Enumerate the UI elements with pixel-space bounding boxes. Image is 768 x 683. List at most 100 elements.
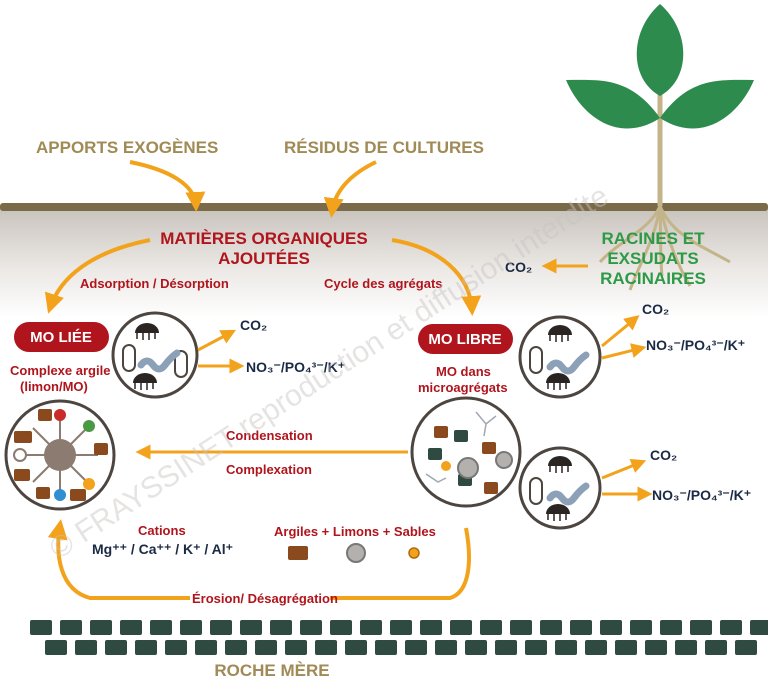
label-ajoutees: AJOUTÉES [218,249,310,268]
bedrock-block [105,640,127,655]
label-residus-cultures: RÉSIDUS DE CULTURES [284,138,484,157]
bedrock-block [300,620,322,635]
bedrock-block [225,640,247,655]
bedrock-block [735,640,757,655]
bedrock-block [465,640,487,655]
mo-dans-1: MO dans [436,364,491,379]
label-cations-list: Mg⁺⁺ / Ca⁺⁺ / K⁺ / Al⁺ [92,541,233,557]
bedrock-block [480,620,502,635]
bedrock-block [495,640,517,655]
bedrock-block [420,620,442,635]
clay-particle-icon [288,546,308,560]
bedrock-block [240,620,262,635]
clay-complex-circle [4,399,116,511]
nutrients-left: NO₃⁻/PO₄³⁻/K⁺ [246,359,345,375]
plant-icon [566,4,754,291]
bedrock-block [555,640,577,655]
bedrock-block [705,640,727,655]
bedrock-block [585,640,607,655]
arrow-rt-nutrients [601,343,647,360]
mo-liee-badge [14,322,109,352]
bedrock-block [360,620,382,635]
microaggregate-circle [410,396,522,508]
mo-dans-2: microagrégats [418,380,508,395]
bedrock-block [135,640,157,655]
label-adsorption: Adsorption / Désorption [80,276,229,291]
label-apports-exogenes: APPORTS EXOGÈNES [36,138,218,157]
arrow-left-co2 [197,329,236,352]
bedrock-block [315,640,337,655]
label-cations: Cations [138,523,186,538]
label-roche-mere: ROCHE MÈRE [214,661,329,680]
bedrock-block [75,640,97,655]
bedrock-block [405,640,427,655]
bedrock-block [90,620,112,635]
bedrock-block [390,620,412,635]
bedrock-block [45,640,67,655]
bedrock-block [720,620,742,635]
bedrock-block [165,640,187,655]
label-condensation: Condensation [226,428,313,443]
complexe-argile-1: Complexe argile [10,363,110,378]
bedrock-block [630,620,652,635]
bedrock-block [255,640,277,655]
bedrock-block [645,640,667,655]
label-racines-1: RACINES ET [602,229,706,248]
bedrock-block [210,620,232,635]
bedrock-block [30,620,52,635]
label-complexation: Complexation [226,462,312,477]
arrow-apports [129,160,206,212]
bedrock-block [540,620,562,635]
microbe-circle-right-bottom [518,446,602,530]
bedrock-block [195,640,217,655]
bedrock-block [435,640,457,655]
bedrock-block [180,620,202,635]
silt-particle-icon [346,543,366,563]
mo-libre-badge [418,324,513,354]
sand-particle-icon [408,547,420,559]
co2-right-top: CO₂ [642,301,669,317]
bedrock-block [675,640,697,655]
nutrients-right-bottom: NO₃⁻/PO₄³⁻/K⁺ [652,487,751,503]
arrow-erosion [58,525,471,600]
label-erosion: Érosion/ Désagrégation [192,591,338,606]
arrow-rb-co2 [601,458,647,480]
bedrock-block [690,620,712,635]
bedrock-block [525,640,547,655]
bedrock-block [345,640,367,655]
bedrock-block [600,620,622,635]
bedrock-block [285,640,307,655]
arrow-to-mo-libre [391,238,482,316]
bedrock-block [450,620,472,635]
label-matieres-organiques: MATIÈRES ORGANIQUES [160,229,367,248]
microbe-circle-left [111,311,199,399]
mo-liee-label: MO LIÉE [30,329,92,346]
arrow-residus [323,160,377,218]
bedrock-block [150,620,172,635]
arrow-to-mo-liee [44,238,151,314]
label-racines-3: RACINAIRES [600,269,706,288]
bedrock-block [510,620,532,635]
co2-left: CO₂ [240,317,267,333]
bedrock-block [570,620,592,635]
arrow-rt-co2 [601,315,640,348]
microbe-circle-right-top [518,315,602,399]
label-racines-2: EXSUDATS [607,249,698,268]
complexe-argile-2: (limon/MO) [20,379,88,394]
soil-surface-line [0,203,768,211]
mo-libre-label: MO LIBRE [428,331,501,348]
bedrock-block [375,640,397,655]
bedrock-block [330,620,352,635]
bedrock-block [60,620,82,635]
bedrock-block [270,620,292,635]
bedrock-block [120,620,142,635]
co2-right-bottom: CO₂ [650,447,677,463]
bedrock-block [750,620,768,635]
bedrock-block [615,640,637,655]
nutrients-right-top: NO₃⁻/PO₄³⁻/K⁺ [646,337,745,353]
label-cycle-agregats: Cycle des agrégats [324,276,443,291]
bedrock-pattern [30,620,768,655]
bedrock-block [660,620,682,635]
